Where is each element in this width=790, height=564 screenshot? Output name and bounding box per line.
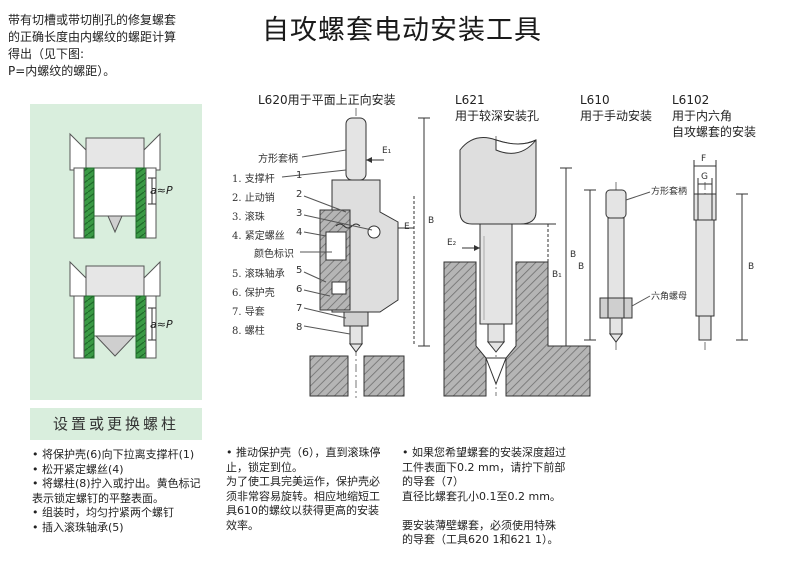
setup-item: • 推动保护壳（6），直到滚珠停: [226, 446, 381, 459]
setup-item: 表示锁定螺钉的平整表面。: [32, 491, 164, 505]
l610-header-line: 用于手动安装: [580, 109, 653, 123]
dim-b: B: [428, 216, 435, 226]
part-number: 8: [296, 322, 303, 333]
l621-drawing: [443, 136, 591, 397]
setup-item: 直径比螺套孔小0.1至0.2 mm。: [402, 489, 561, 503]
dim-e1: E₁: [382, 146, 392, 156]
intro-line: 得出（见下图:: [8, 47, 85, 61]
part-number: 4: [296, 227, 303, 238]
l6102-drawing: [693, 160, 748, 350]
l610-drawing: [584, 182, 651, 350]
setup-item: • 将保护壳(6)向下拉离支撑杆(1): [32, 448, 195, 461]
part-label: 颜色标识: [254, 249, 294, 260]
setup-item: 具610的螺纹以获得更高的安装: [226, 504, 379, 517]
setup-col-3: • 如果您希望螺套的安装深度超过 工件表面下0.2 mm，请拧下前部 的导套（7…: [402, 446, 566, 548]
setup-col-2: • 推动保护壳（6），直到滚珠停 止，锁定到位。 为了使工具完美运作，保护壳必 …: [226, 446, 380, 533]
setup-item: • 松开紧定螺丝(4): [32, 462, 124, 476]
l610-header-line: L610: [580, 93, 610, 107]
dim-e2: E₂: [447, 238, 457, 248]
l6102-header-line: L6102: [672, 93, 710, 107]
setup-item: • 组装时，均匀拧紧两个螺钉: [32, 506, 174, 519]
intro-text: 带有切槽或带切削孔的修复螺套 的正确长度由内螺纹的螺距计算 得出（见下图: P=…: [8, 12, 238, 80]
part-number: 2: [296, 189, 303, 200]
setup-item: 为了使工具完美运作，保护壳必: [226, 475, 380, 488]
insert-diagram-top: [69, 132, 161, 239]
setup-item: 的导套（7）: [402, 475, 464, 488]
part-number: 5: [296, 265, 303, 276]
dim-e: E: [404, 222, 410, 232]
part-label: 7. 导套: [232, 307, 265, 318]
setup-item: • 如果您希望螺套的安装深度超过: [402, 446, 566, 459]
l6102-header-line: 用于内六角: [672, 109, 733, 123]
part-label: 8. 螺柱: [232, 326, 265, 337]
setup-item: 工件表面下0.2 mm，请拧下前部: [402, 460, 566, 474]
intro-line: P=内螺纹的螺距）。: [8, 64, 116, 78]
part-number: 6: [296, 284, 303, 295]
pitch-label-top: a≈P: [150, 184, 173, 197]
l621-header: L621 用于较深安装孔: [455, 92, 539, 124]
part-number: 7: [296, 303, 303, 314]
setup-item: 效率。: [226, 518, 259, 532]
part-label: 1. 支撑杆: [232, 174, 275, 185]
dim-g: G: [701, 172, 708, 182]
dim-b: B: [578, 262, 585, 272]
setup-heading: 设置或更换螺柱: [30, 408, 202, 440]
part-label: 3. 滚珠: [232, 212, 265, 223]
part-number: 1: [296, 170, 303, 181]
dim-b: B: [570, 250, 577, 260]
setup-item: • 将螺柱(8)拧入或拧出。黄色标记: [32, 477, 201, 490]
intro-line: 带有切槽或带切削孔的修复螺套: [8, 13, 177, 27]
dim-f: F: [701, 154, 707, 164]
l6102-header-line: 自攻螺套的安装: [672, 125, 757, 139]
setup-col-1: • 将保护壳(6)向下拉离支撑杆(1) • 松开紧定螺丝(4) • 将螺柱(8)…: [32, 448, 201, 535]
setup-item: 的导套（工具620 1和621 1）。: [402, 533, 559, 546]
part-number: 3: [296, 208, 303, 219]
part-label: 5. 滚珠轴承: [232, 269, 285, 280]
setup-item: 止，锁定到位。: [226, 460, 303, 474]
l621-header-line: L621: [455, 93, 485, 107]
setup-item: [402, 504, 566, 519]
intro-line: 的正确长度由内螺纹的螺距计算: [8, 30, 177, 44]
part-label: 方形套柄: [258, 154, 298, 165]
setup-item: • 插入滚珠轴承(5): [32, 520, 124, 534]
insert-diagram-bottom: [69, 260, 161, 359]
l620-drawing: [281, 108, 430, 398]
setup-item: 要安装薄壁螺套，必须使用特殊: [402, 518, 556, 532]
page-title: 自攻螺套电动安装工具: [262, 15, 542, 46]
l620-header: L620用于平面上正向安装: [258, 93, 396, 107]
part-label: 4. 紧定螺丝: [232, 231, 285, 242]
part-label: 2. 止动销: [232, 193, 275, 204]
dim-b: B: [748, 262, 755, 272]
label-hex-nut: 六角螺母: [651, 292, 688, 302]
pitch-label-bottom: a≈P: [150, 318, 173, 331]
l621-header-line: 用于较深安装孔: [455, 109, 540, 123]
setup-item: 须非常容易旋转。相应地缩短工: [226, 489, 380, 503]
l610-header: L610 用于手动安装: [580, 92, 652, 124]
dim-b1: B₁: [552, 270, 562, 280]
part-label: 6. 保护壳: [232, 288, 275, 299]
label-square-shank: 方形套柄: [651, 187, 688, 197]
l6102-header: L6102 用于内六角 自攻螺套的安装: [672, 92, 756, 140]
